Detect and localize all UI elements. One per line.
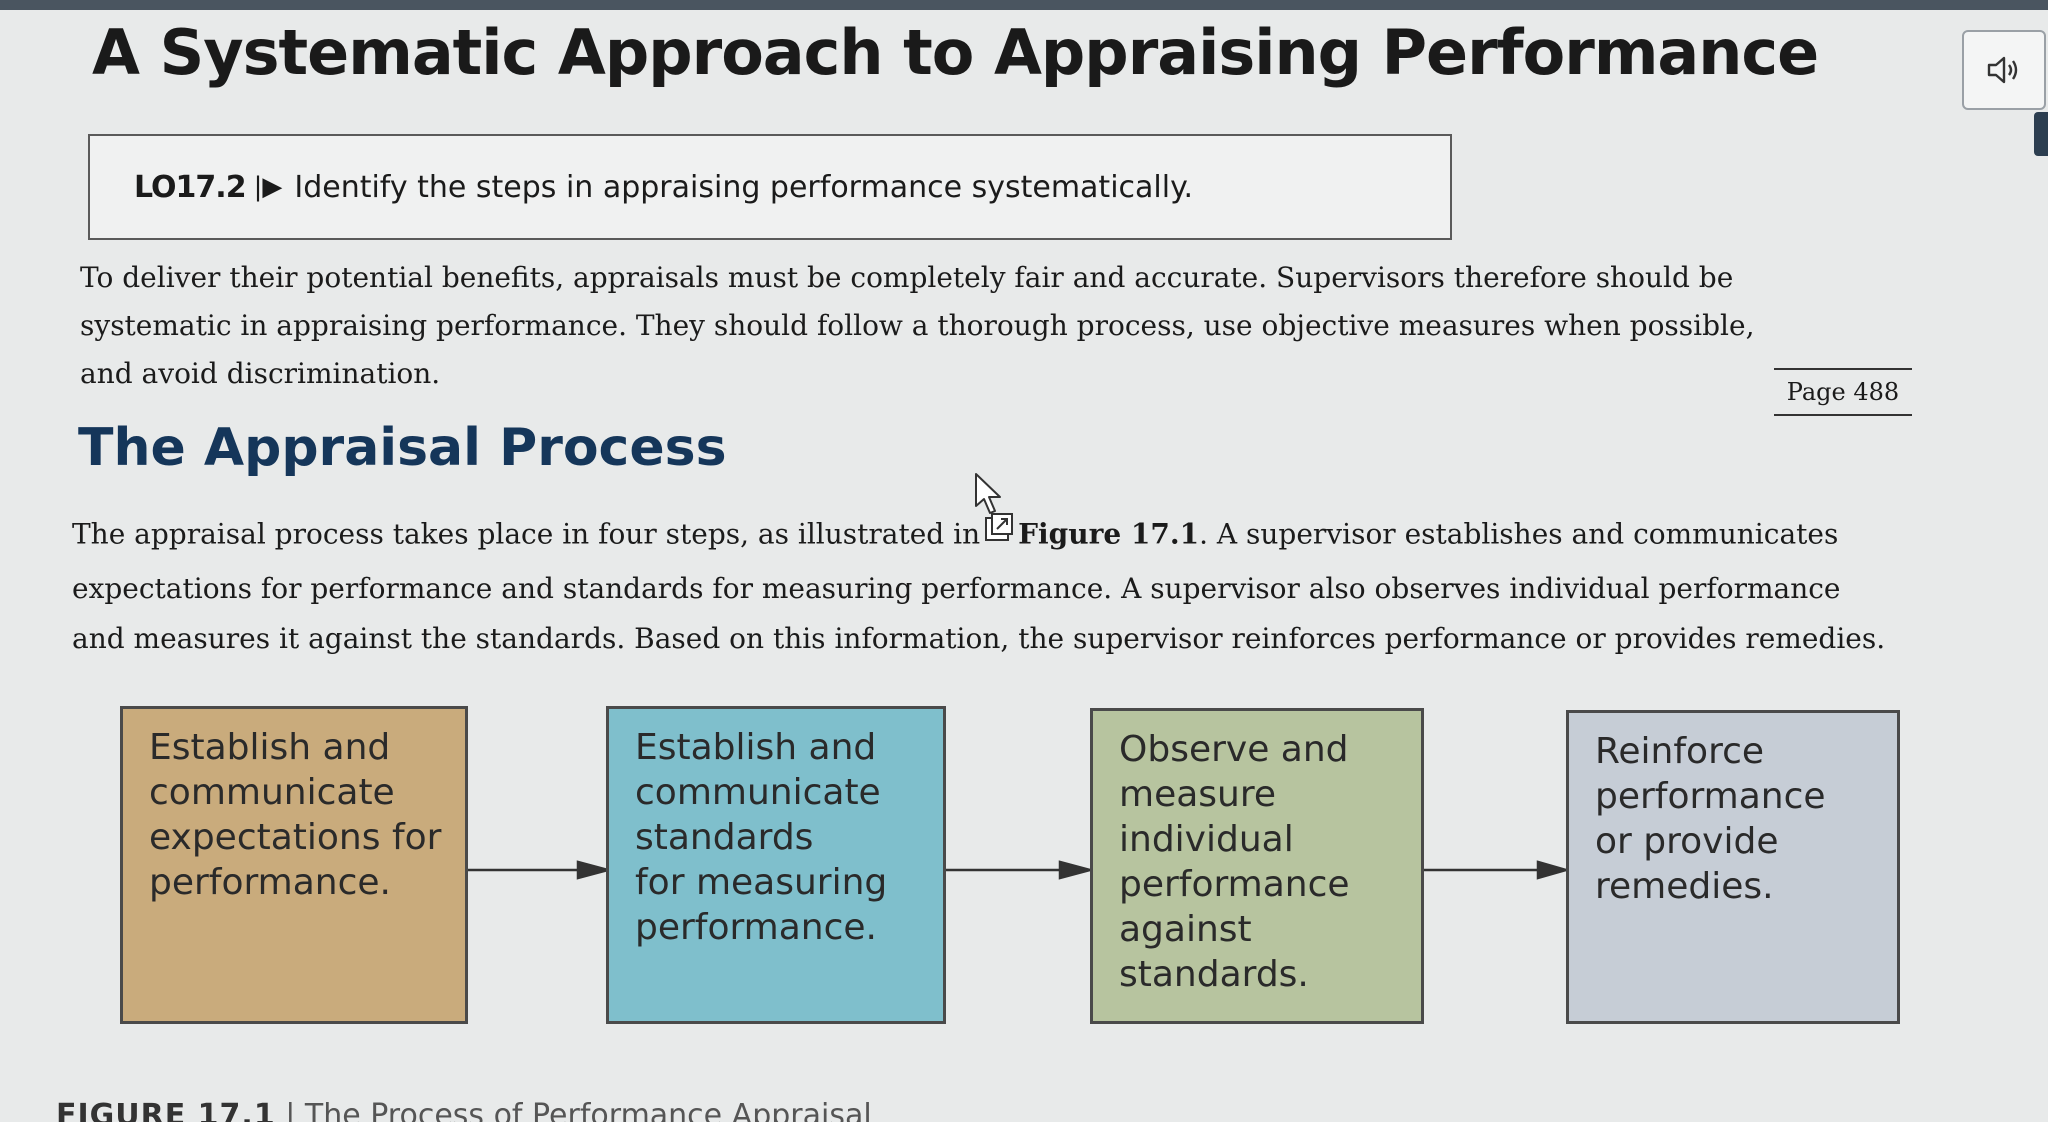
learning-objective-code: LO17.2 xyxy=(134,169,247,205)
figure-separator: | xyxy=(285,1098,305,1122)
figure-title: The Process of Performance Appraisal xyxy=(304,1098,872,1122)
step-box-reinforce-remedy: Reinforce performance or provide remedie… xyxy=(1566,710,1900,1024)
learning-objective-text: Identify the steps in appraising perform… xyxy=(294,169,1194,205)
step-text: Establish and communicate standards for … xyxy=(635,727,888,948)
learning-objective-marker: |▶ xyxy=(253,172,283,202)
arrow-1-head xyxy=(576,860,613,880)
paragraph-text-after-link: . A supervisor establishes and communica… xyxy=(72,517,1886,656)
page-marker: Page 488 xyxy=(1774,368,1912,416)
step-box-establish-standards: Establish and communicate standards for … xyxy=(606,706,946,1024)
step-box-establish-expectations: Establish and communicate expectations f… xyxy=(120,706,468,1024)
audio-button[interactable] xyxy=(1962,30,2046,110)
figure-number: FIGURE 17.1 xyxy=(56,1098,276,1122)
figure-link[interactable]: Figure 17.1 xyxy=(1018,517,1200,551)
step-text: Reinforce performance or provide remedie… xyxy=(1595,731,1826,907)
section-paragraph: The appraisal process takes place in fou… xyxy=(72,508,1902,664)
learning-objective-box: LO17.2 |▶ Identify the steps in appraisi… xyxy=(88,134,1452,240)
speaker-icon xyxy=(1987,56,2018,84)
step-text: Observe and measure individual performan… xyxy=(1119,729,1350,995)
step-text: Establish and communicate expectations f… xyxy=(149,727,442,903)
top-rule xyxy=(0,0,2048,10)
step-box-observe-measure: Observe and measure individual performan… xyxy=(1090,708,1424,1024)
side-panel-tab[interactable] xyxy=(2034,112,2048,156)
intro-paragraph: To deliver their potential benefits, app… xyxy=(80,261,1755,390)
arrow-3-head xyxy=(1536,860,1571,880)
page-title: A Systematic Approach to Appraising Perf… xyxy=(92,16,1819,89)
figure-link-icon[interactable] xyxy=(984,508,1014,558)
figure-caption: FIGURE 17.1 | The Process of Performance… xyxy=(56,1098,872,1122)
section-title: The Appraisal Process xyxy=(78,418,727,478)
paragraph-text-before-link: The appraisal process takes place in fou… xyxy=(72,517,981,551)
arrow-2-head xyxy=(1058,860,1095,880)
mouse-cursor-icon xyxy=(975,473,1001,514)
